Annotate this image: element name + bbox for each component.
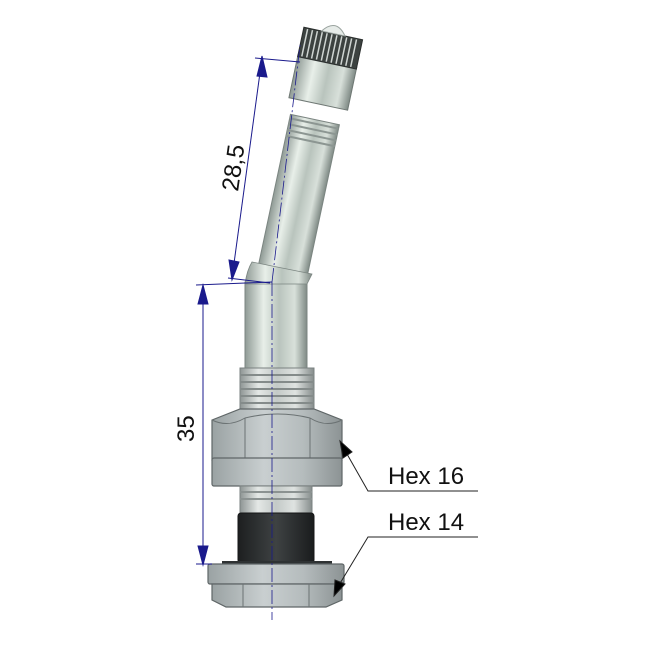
- callout-hex-14: [333, 536, 478, 598]
- tube-bend: [244, 261, 313, 285]
- tube-lower: [244, 281, 308, 373]
- threaded-body: [239, 367, 315, 413]
- center-axis: [271, 44, 301, 620]
- dimension-label-35: 35: [173, 415, 200, 442]
- hex-nut-16: [211, 408, 343, 487]
- valve-cap: [288, 25, 364, 111]
- hex-nut-14: [207, 561, 345, 608]
- tube-threads: [285, 117, 339, 148]
- dimension-35: [195, 281, 273, 567]
- dimension-28-5: [227, 55, 301, 284]
- bent-tube-upper: [254, 113, 340, 292]
- dimension-label-28-5: 28,5: [217, 143, 250, 193]
- knurl-pattern: [301, 28, 358, 68]
- callout-label-hex-16: Hex 16: [388, 463, 464, 490]
- callout-label-hex-14: Hex 14: [388, 509, 464, 536]
- callout-hex-16: [339, 439, 478, 492]
- rubber-grommet: [237, 512, 315, 564]
